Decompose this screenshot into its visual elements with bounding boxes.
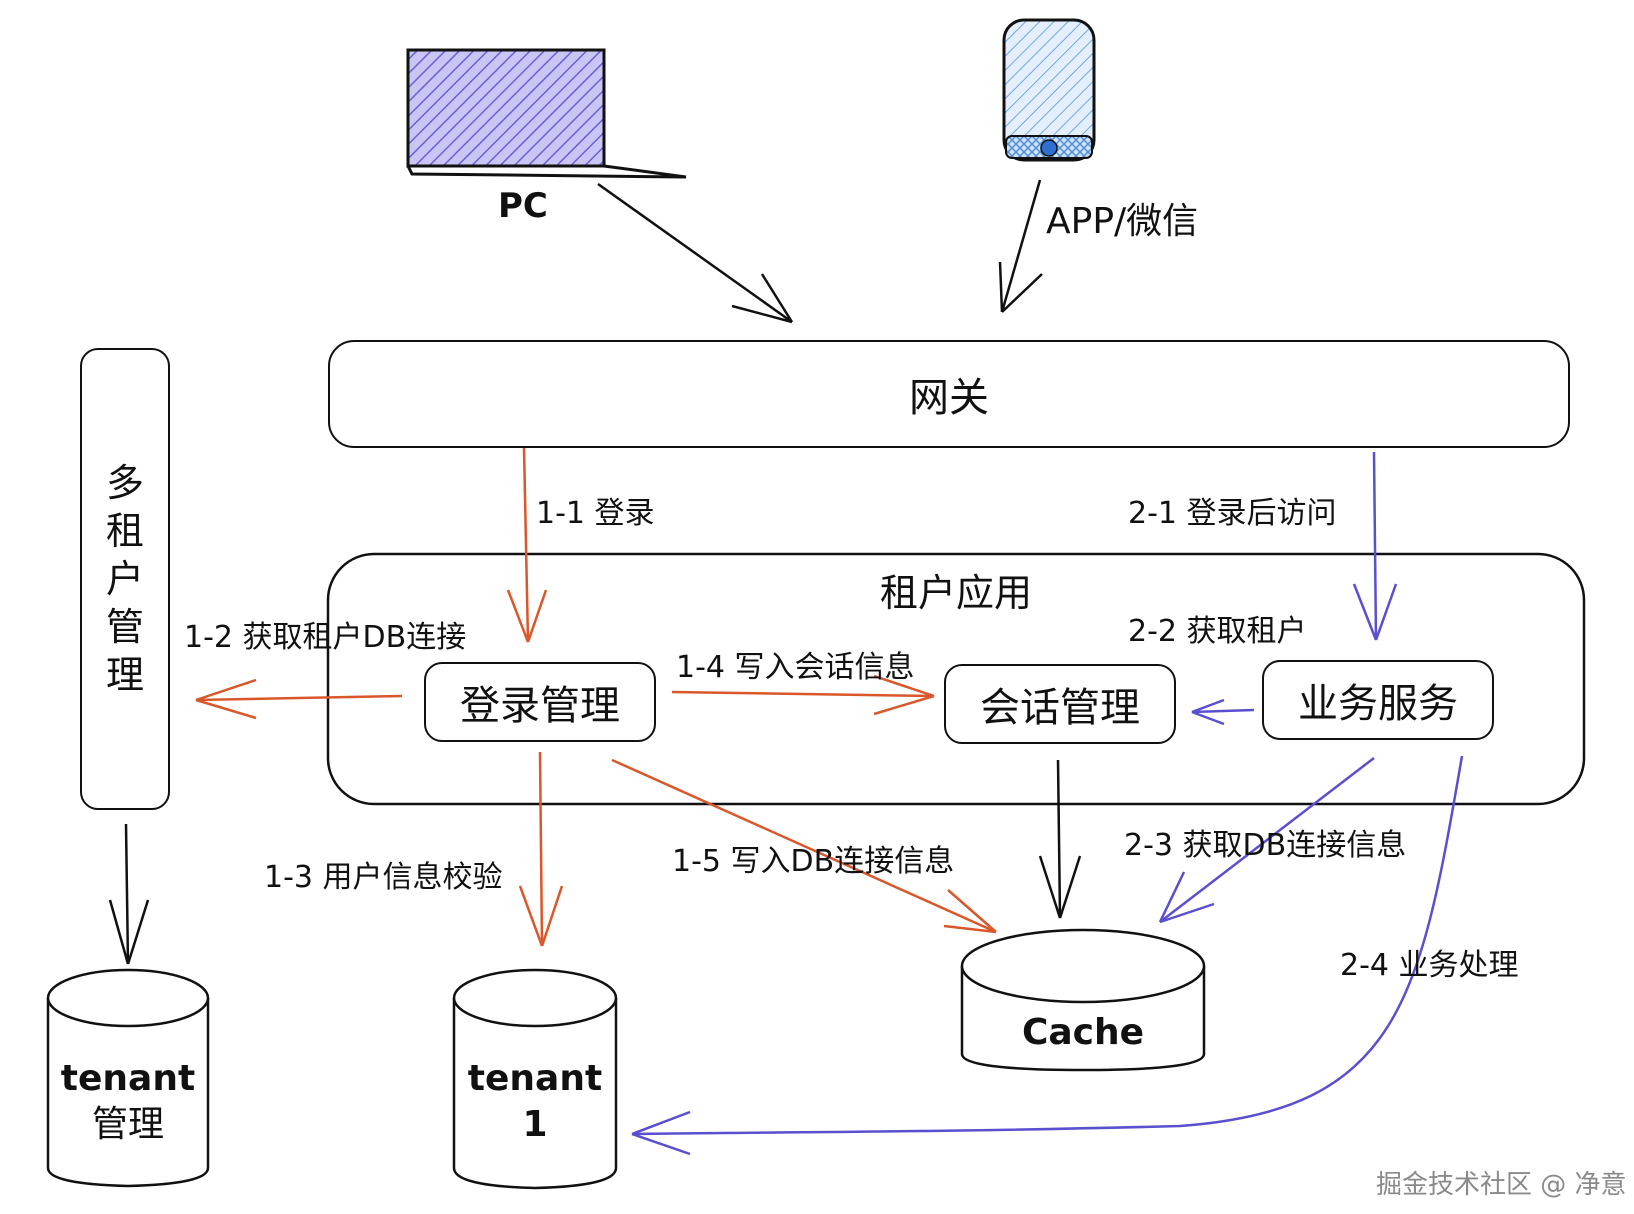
app-label: APP/微信: [1046, 201, 1199, 242]
tenant-mgmt-db-label: tenant 管理: [48, 1056, 208, 1148]
tenant-mgmt-db-line1: tenant: [60, 1058, 196, 1099]
arrow-1-2-get-db-connection: [195, 678, 403, 720]
tenant-mgmt-char-3: 户: [105, 557, 144, 601]
session-mgmt-label: 会话管理: [980, 685, 1140, 731]
step-2-1-label: 2-1 登录后访问: [1128, 496, 1337, 531]
tenant-app-title: 租户应用: [880, 571, 1033, 615]
arrow-1-4-write-session: [671, 674, 935, 716]
app-to-gateway-arrow: [998, 179, 1043, 313]
arrow-2-3-get-db-info: [1158, 757, 1375, 924]
gateway-box[interactable]: 网关: [328, 340, 1570, 448]
cache-label: Cache: [1021, 1012, 1145, 1053]
login-mgmt-box[interactable]: 登录管理: [424, 662, 656, 742]
cache-cylinder: [960, 928, 1206, 1072]
gateway-title: 网关: [909, 375, 989, 421]
business-service-box[interactable]: 业务服务: [1262, 660, 1494, 740]
step-1-3-label: 1-3 用户信息校验: [264, 860, 503, 895]
tenant-mgmt-db-line2: 管理: [91, 1104, 164, 1145]
session-to-cache-arrow: [1038, 759, 1082, 919]
arrow-1-3-user-validation: [518, 751, 564, 947]
pc-laptop-icon: [406, 48, 687, 179]
tenant-mgmt-char-2: 租: [105, 509, 144, 553]
tenant-mgmt-char-5: 理: [105, 653, 144, 697]
tenant-1-db-line1: tenant: [467, 1058, 603, 1099]
step-2-3-label: 2-3 获取DB连接信息: [1124, 828, 1407, 863]
mobile-phone-icon: [1002, 18, 1096, 162]
step-1-5-label: 1-5 写入DB连接信息: [672, 844, 955, 879]
arrow-2-4-business-processing: [631, 755, 1464, 1156]
tenant-mgmt-char-1: 多: [105, 461, 144, 505]
tenant-app-container: [326, 552, 1586, 806]
pc-label: PC: [498, 186, 548, 226]
session-mgmt-box[interactable]: 会话管理: [944, 664, 1176, 744]
step-2-2-label: 2-2 获取租户: [1128, 614, 1307, 649]
arrow-1-5-write-db-connection: [611, 758, 997, 934]
watermark: 掘金技术社区 @ 净意: [1376, 1170, 1627, 1200]
pc-to-gateway-arrow: [597, 182, 794, 324]
step-1-1-label: 1-1 登录: [536, 496, 655, 531]
login-mgmt-label: 登录管理: [460, 683, 620, 729]
tenant-mgmt-char-4: 管: [105, 605, 144, 649]
step-2-4-label: 2-4 业务处理: [1340, 948, 1519, 983]
tenant-1-db-cylinder: [452, 968, 618, 1190]
business-service-label: 业务服务: [1298, 681, 1458, 727]
step-1-4-label: 1-4 写入会话信息: [676, 650, 915, 685]
tenant-mgmt-to-db-arrow: [108, 823, 150, 965]
tenant-1-db-line2: 1: [522, 1104, 548, 1145]
step-1-2-label: 1-2 获取租户DB连接: [184, 620, 467, 655]
tenant-mgmt-box[interactable]: 多 租 户 管 理: [80, 348, 170, 810]
tenant-1-db-label: tenant 1: [454, 1056, 616, 1148]
arrow-2-2-get-tenant: [1191, 698, 1255, 726]
tenant-mgmt-db-cylinder: [46, 968, 210, 1188]
arrow-2-1-access-after-login: [1352, 451, 1398, 641]
arrow-1-1-login: [506, 447, 548, 643]
